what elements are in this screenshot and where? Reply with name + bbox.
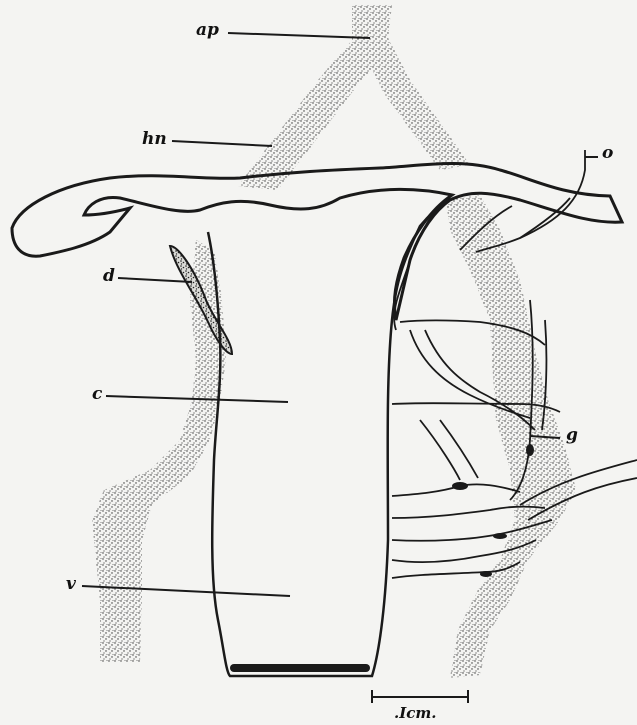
label-g: g [566,427,578,444]
label-v: v [66,576,76,593]
vessel-ap [238,5,470,190]
central-body [208,200,450,676]
scale-bar-label: .Icm. [394,704,436,722]
label-o: o [602,145,613,162]
vessel-right [446,195,576,678]
body-base-band [230,664,370,672]
label-ap: ap [196,22,219,39]
transverse-body [12,164,622,320]
label-hn: hn [142,131,167,148]
scale-bar [372,690,468,703]
label-c: c [92,386,102,403]
label-d: d [103,268,115,285]
